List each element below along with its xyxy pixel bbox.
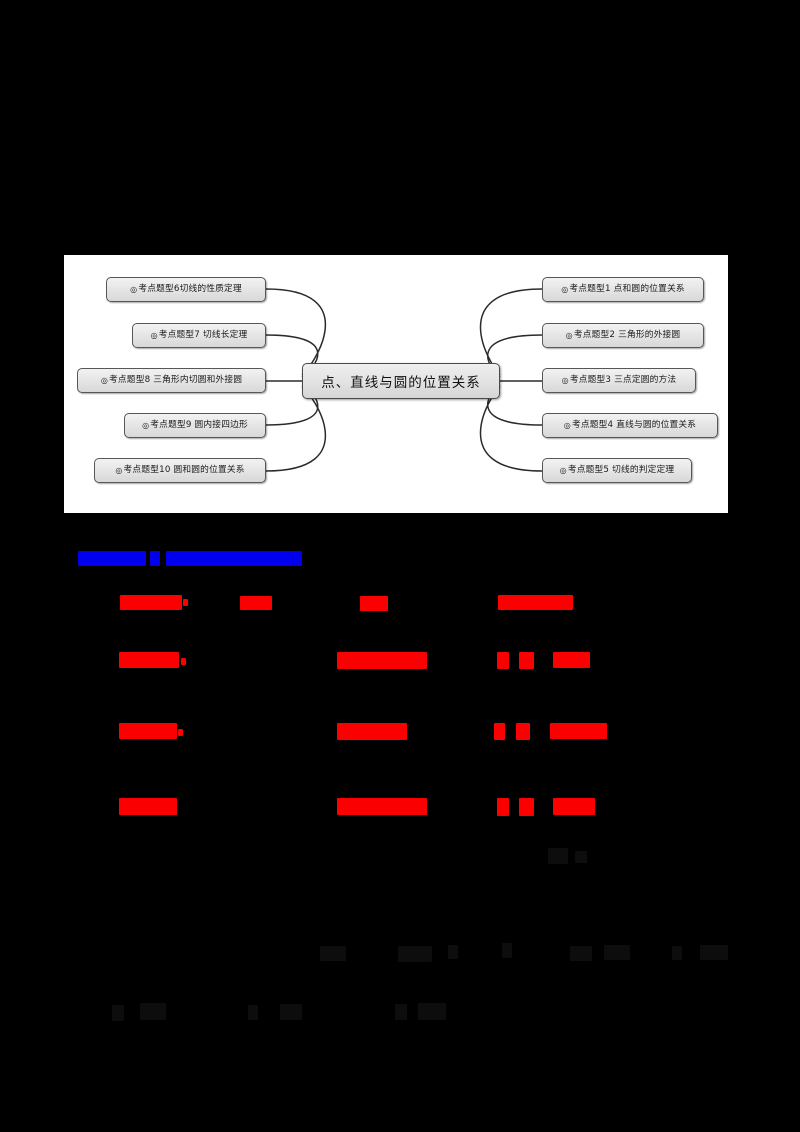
circle-target-icon: ◎ (559, 465, 567, 475)
body-text-block-5 (498, 595, 573, 610)
node-label: 考点题型4 直线与圆的位置关系 (571, 420, 697, 431)
connector-right-5 (479, 386, 543, 472)
faint-text-block-4 (398, 946, 432, 962)
circle-target-icon: ◎ (115, 465, 123, 475)
mindmap-node-right-2[interactable]: ◎ 考点题型2 三角形的外接圆 (542, 323, 704, 348)
heading-text-block-2 (150, 551, 160, 566)
faint-text-block-3 (320, 946, 346, 961)
body-text-block-11 (553, 652, 590, 668)
document-body (0, 513, 800, 1132)
center-node-label: 点、直线与圆的位置关系 (321, 375, 481, 391)
body-text-block-7 (181, 658, 186, 665)
body-text-block-17 (550, 723, 607, 739)
body-text-block-15 (494, 723, 505, 740)
node-label: 考点题型3 三点定圆的方法 (569, 375, 677, 386)
body-text-block-13 (178, 729, 183, 736)
body-text-block-10 (519, 652, 534, 669)
body-text-block-16 (516, 723, 530, 740)
circle-target-icon: ◎ (561, 375, 569, 385)
circle-target-icon: ◎ (150, 330, 158, 340)
faint-text-block-12 (140, 1003, 166, 1020)
mindmap-node-left-1[interactable]: ◎ 考点题型6切线的性质定理 (106, 277, 266, 302)
faint-text-block-9 (672, 946, 682, 960)
circle-target-icon: ◎ (100, 375, 109, 385)
body-text-block-20 (497, 798, 509, 816)
node-label: 考点题型8 三角形内切圆和外接圆 (109, 375, 243, 386)
node-label: 考点题型6切线的性质定理 (138, 284, 242, 295)
faint-text-block-16 (418, 1003, 446, 1020)
body-text-block-19 (337, 798, 427, 815)
circle-target-icon: ◎ (142, 420, 150, 430)
faint-text-block-2 (575, 851, 587, 863)
mindmap-node-left-2[interactable]: ◎ 考点题型7 切线长定理 (132, 323, 266, 348)
body-text-block-6 (119, 652, 179, 668)
faint-text-block-10 (700, 945, 728, 960)
circle-target-icon: ◎ (565, 330, 573, 340)
body-text-block-2 (183, 599, 188, 606)
mindmap-node-right-4[interactable]: ◎ 考点题型4 直线与圆的位置关系 (542, 413, 718, 438)
body-text-block-18 (119, 798, 177, 815)
mindmap-node-left-3[interactable]: ◎ 考点题型8 三角形内切圆和外接圆 (77, 368, 266, 393)
heading-text-block-1 (78, 551, 146, 566)
node-label: 考点题型7 切线长定理 (158, 330, 248, 341)
node-label: 考点题型2 三角形的外接圆 (573, 330, 681, 341)
body-text-block-4 (360, 596, 388, 611)
body-text-block-1 (120, 595, 182, 610)
circle-target-icon: ◎ (130, 284, 138, 294)
faint-text-block-1 (548, 848, 568, 864)
faint-text-block-8 (604, 945, 630, 960)
heading-text-block-3 (166, 551, 302, 566)
body-text-block-8 (337, 652, 427, 669)
body-text-block-3 (240, 596, 272, 610)
body-text-block-14 (337, 723, 407, 740)
mindmap-node-left-4[interactable]: ◎ 考点题型9 圆内接四边形 (124, 413, 266, 438)
mindmap-node-right-3[interactable]: ◎ 考点题型3 三点定圆的方法 (542, 368, 696, 393)
faint-text-block-15 (395, 1004, 407, 1020)
node-label: 考点题型9 圆内接四边形 (150, 420, 248, 431)
mindmap-center-node[interactable]: 点、直线与圆的位置关系 (302, 363, 500, 399)
body-text-block-22 (553, 798, 595, 815)
body-text-block-21 (519, 798, 534, 816)
body-text-block-12 (119, 723, 177, 739)
mindmap-node-left-5[interactable]: ◎ 考点题型10 圆和圆的位置关系 (94, 458, 266, 483)
mindmap-node-right-5[interactable]: ◎ 考点题型5 切线的判定定理 (542, 458, 692, 483)
body-text-block-9 (497, 652, 509, 669)
node-label: 考点题型5 切线的判定定理 (567, 465, 675, 476)
faint-text-block-13 (248, 1005, 258, 1020)
faint-text-block-5 (448, 945, 458, 959)
node-label: 考点题型1 点和圆的位置关系 (569, 284, 685, 295)
faint-text-block-14 (280, 1004, 302, 1020)
circle-target-icon: ◎ (563, 420, 571, 430)
circle-target-icon: ◎ (561, 284, 569, 294)
faint-text-block-7 (570, 946, 592, 961)
faint-text-block-6 (502, 943, 512, 958)
mindmap-panel: 点、直线与圆的位置关系 ◎ 考点题型6切线的性质定理 ◎ 考点题型7 切线长定理… (64, 255, 728, 513)
node-label: 考点题型10 圆和圆的位置关系 (123, 465, 245, 476)
faint-text-block-11 (112, 1005, 124, 1021)
mindmap-node-right-1[interactable]: ◎ 考点题型1 点和圆的位置关系 (542, 277, 704, 302)
